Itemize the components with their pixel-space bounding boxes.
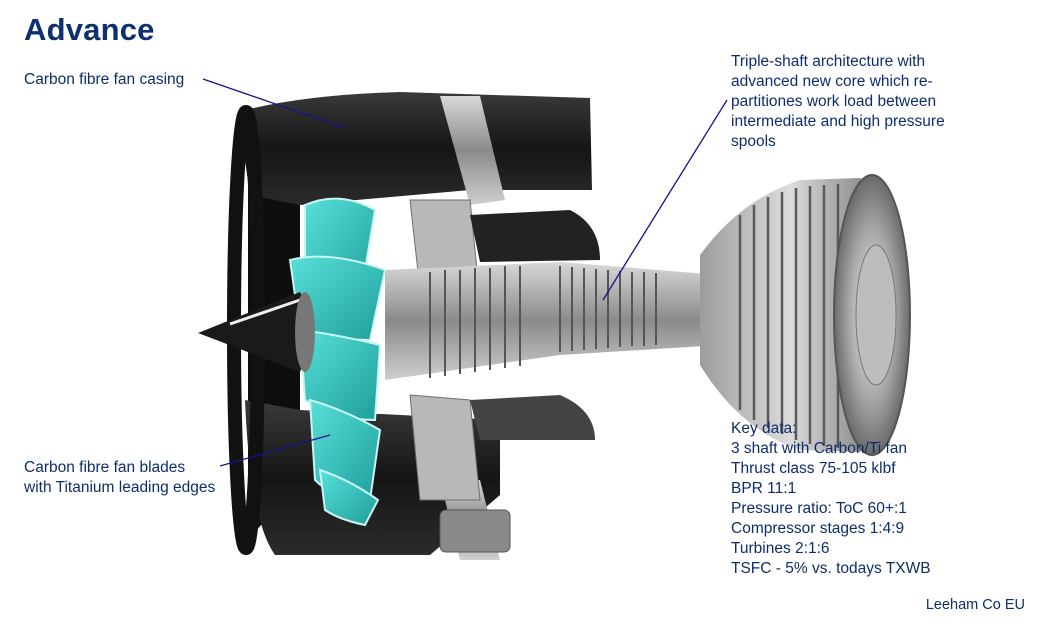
core-cowl-lower	[470, 395, 595, 440]
core-cowl-upper	[470, 210, 600, 262]
page-title: Advance	[24, 12, 155, 47]
casing-leader-line	[202, 78, 346, 129]
casing-band	[440, 96, 505, 205]
key-data-item: Thrust class 75-105 klbf	[731, 460, 896, 477]
fan-blades-label-line1: Carbon fibre fan blades	[24, 459, 186, 476]
fan-blades	[288, 197, 387, 527]
key-data-item: TSFC - 5% vs. todays TXWB	[731, 560, 931, 577]
fan-blades-label-line2: with Titanium leading edges	[24, 479, 216, 496]
core-body	[385, 262, 720, 380]
fan-casing-label: Carbon fibre fan casing	[24, 71, 185, 88]
spinner-hub	[295, 292, 315, 372]
credit-text: Leeham Co EU	[925, 597, 1025, 613]
upper-fan-casing	[238, 92, 592, 205]
architecture-leader-line	[602, 99, 728, 301]
key-data-item: Turbines 2:1:6	[731, 540, 830, 557]
turbine-fins	[738, 184, 840, 448]
key-data-item: 3 shaft with Carbon/Ti fan	[731, 440, 908, 457]
spinner-nose	[198, 292, 310, 372]
key-data-block: Key data: 3 shaft with Carbon/Ti fan Thr…	[731, 419, 1031, 579]
turbine-section	[700, 178, 880, 452]
key-data-item: BPR 11:1	[731, 480, 797, 497]
leader-lines	[202, 78, 728, 467]
accessory-gearbox	[439, 509, 511, 553]
key-data-heading: Key data:	[731, 420, 797, 437]
fan-blades-label: Carbon fibre fan blades with Titanium le…	[24, 458, 254, 498]
blades-leader-line	[219, 434, 331, 467]
key-data-item: Pressure ratio: ToC 60+:1	[731, 500, 907, 517]
compressor-stages	[429, 266, 657, 378]
architecture-label: Triple-shaft architecture with advanced …	[731, 53, 945, 150]
spinner-stripe	[229, 298, 301, 326]
key-data-item: Compressor stages 1:4:9	[731, 520, 905, 537]
exhaust-cone	[855, 244, 897, 386]
